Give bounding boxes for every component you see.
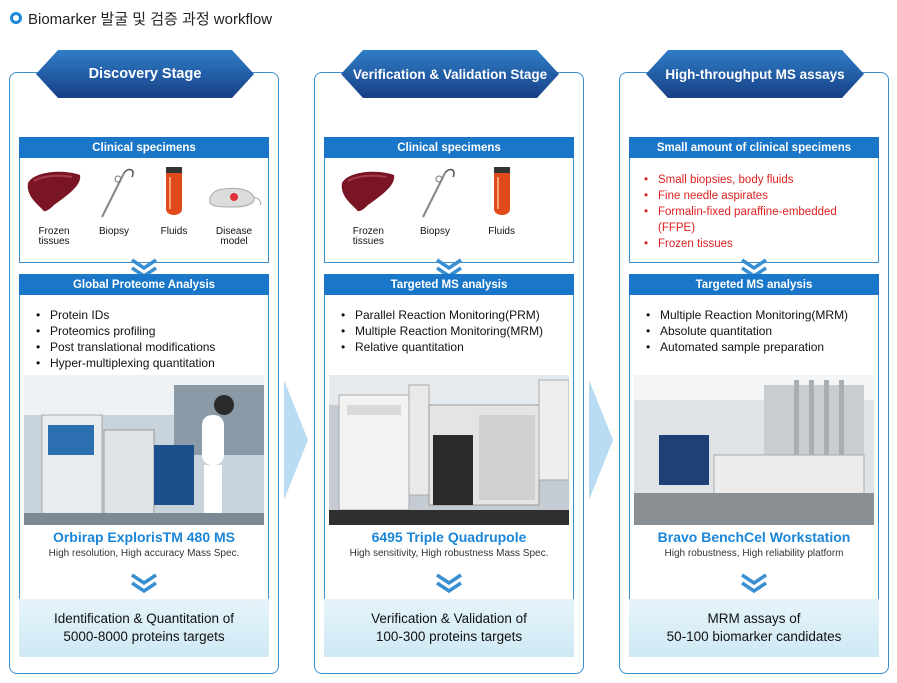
specimen-item: Frozen tissues bbox=[339, 165, 397, 257]
analysis-header: Global Proteome Analysis bbox=[19, 274, 269, 295]
biopsy-needle-icon bbox=[101, 168, 134, 218]
analysis-box: Global Proteome Analysis Protein IDs Pro… bbox=[19, 274, 269, 619]
specimen-label: Biopsy bbox=[98, 226, 129, 237]
analysis-header: Targeted MS analysis bbox=[629, 274, 879, 295]
instrument-description: High sensitivity, High robustness Mass S… bbox=[349, 548, 549, 559]
analysis-box: Targeted MS analysis Multiple Reaction M… bbox=[629, 274, 879, 619]
list-item: Parallel Reaction Monitoring(PRM) bbox=[339, 307, 543, 323]
list-item: Hyper-multiplexing quantitation bbox=[34, 355, 215, 371]
chevron-down-icon bbox=[436, 573, 462, 594]
specimen-item: Fluids bbox=[145, 165, 203, 257]
specimen-label: Frozen tissues bbox=[352, 226, 384, 247]
chevron-down-icon bbox=[741, 573, 767, 594]
list-item: Multiple Reaction Monitoring(MRM) bbox=[644, 307, 848, 323]
specimen-header: Clinical specimens bbox=[324, 137, 574, 158]
specimen-item: Fluids bbox=[473, 165, 531, 257]
list-item: Relative quantitation bbox=[339, 339, 543, 355]
list-item: Multiple Reaction Monitoring(MRM) bbox=[339, 323, 543, 339]
instrument-name: 6495 Triple Quadrupole bbox=[371, 529, 527, 545]
specimen-label: Fluids bbox=[160, 226, 188, 237]
list-item: Frozen tissues bbox=[644, 236, 837, 252]
specimen-box: Small amount of clinical specimens Small… bbox=[629, 137, 879, 263]
list-item: Formalin-fixed paraffine-embedded bbox=[644, 204, 837, 220]
result-text: Identification & Quantitation of 5000-80… bbox=[53, 611, 235, 644]
stage-banner: Discovery Stage bbox=[36, 50, 254, 98]
result-box: Identification & Quantitation of 5000-80… bbox=[19, 599, 269, 657]
list-item: Automated sample preparation bbox=[644, 339, 848, 355]
specimen-item: Biopsy bbox=[406, 165, 464, 257]
specimen-label: Frozen tissues bbox=[38, 226, 70, 247]
page-title: Biomarker 발굴 및 검증 과정 workflow bbox=[28, 10, 273, 28]
biopsy-needle-icon bbox=[422, 168, 455, 218]
specimen-item: Frozen tissues bbox=[25, 165, 83, 257]
verification-stage-column: Verification & Validation Stage Clinical… bbox=[314, 50, 584, 674]
list-item: Small biopsies, body fluids bbox=[644, 172, 837, 188]
specimen-box: Clinical specimens Frozen tissues Biopsy… bbox=[324, 137, 574, 263]
liver-icon bbox=[342, 171, 395, 212]
stage-banner: High-throughput MS assays bbox=[646, 50, 864, 98]
stage-banner: Verification & Validation Stage bbox=[341, 50, 559, 98]
specimen-label: Fluids bbox=[488, 226, 515, 237]
specimen-item: Disease model bbox=[205, 165, 263, 257]
analysis-list: Protein IDs Proteomics profiling Post tr… bbox=[34, 307, 215, 371]
instrument-description: High resolution, High accuracy Mass Spec… bbox=[48, 548, 240, 559]
list-item: Post translational modifications bbox=[34, 339, 215, 355]
analysis-header: Targeted MS analysis bbox=[324, 274, 574, 295]
specimen-label: Disease model bbox=[215, 226, 253, 247]
test-tube-icon bbox=[166, 167, 182, 215]
instrument-description: High robustness, High reliability platfo… bbox=[664, 548, 844, 559]
analysis-list: Parallel Reaction Monitoring(PRM) Multip… bbox=[339, 307, 543, 355]
liver-icon bbox=[27, 171, 81, 212]
instrument-name: Bravo BenchCel Workstation bbox=[657, 529, 851, 545]
list-item: Fine needle aspirates bbox=[644, 188, 837, 204]
flow-arrow-right-icon bbox=[589, 380, 613, 500]
specimen-header: Clinical specimens bbox=[19, 137, 269, 158]
discovery-stage-column: Discovery Stage Clinical specimens Froze… bbox=[9, 50, 279, 674]
stage-title: Verification & Validation Stage bbox=[352, 66, 548, 82]
instrument-photo bbox=[329, 375, 569, 525]
analysis-box: Targeted MS analysis Parallel Reaction M… bbox=[324, 274, 574, 619]
list-item: Proteomics profiling bbox=[34, 323, 215, 339]
list-item: Absolute quantitation bbox=[644, 323, 848, 339]
page-title-row: Biomarker 발굴 및 검증 과정 workflow bbox=[10, 8, 272, 28]
result-text: Verification & Validation of 100-300 pro… bbox=[371, 611, 527, 644]
result-text: MRM assays of 50-100 biomarker candidate… bbox=[666, 611, 842, 644]
instrument-photo bbox=[634, 375, 874, 525]
specimen-label: Biopsy bbox=[419, 226, 450, 237]
list-item: (FFPE) bbox=[658, 222, 696, 234]
specimen-header: Small amount of clinical specimens bbox=[629, 137, 879, 158]
mouse-icon bbox=[209, 187, 262, 208]
stage-title: Discovery Stage bbox=[88, 66, 202, 82]
specimen-list: Small biopsies, body fluids Fine needle … bbox=[644, 172, 837, 252]
result-box: Verification & Validation of 100-300 pro… bbox=[324, 599, 574, 657]
list-item: Protein IDs bbox=[34, 307, 215, 323]
instrument-photo bbox=[24, 375, 264, 525]
flow-arrow-right-icon bbox=[284, 380, 308, 500]
chevron-down-icon bbox=[131, 573, 157, 594]
title-bullet-icon bbox=[10, 12, 22, 24]
analysis-list: Multiple Reaction Monitoring(MRM) Absolu… bbox=[644, 307, 848, 355]
result-box: MRM assays of 50-100 biomarker candidate… bbox=[629, 599, 879, 657]
high-throughput-column: High-throughput MS assays Small amount o… bbox=[619, 50, 889, 674]
specimen-box: Clinical specimens Frozen tissues Biopsy… bbox=[19, 137, 269, 263]
specimen-item: Biopsy bbox=[85, 165, 143, 257]
stage-title: High-throughput MS assays bbox=[665, 66, 845, 82]
instrument-name: Orbirap ExplorisTM 480 MS bbox=[52, 529, 236, 545]
test-tube-icon bbox=[493, 167, 510, 215]
